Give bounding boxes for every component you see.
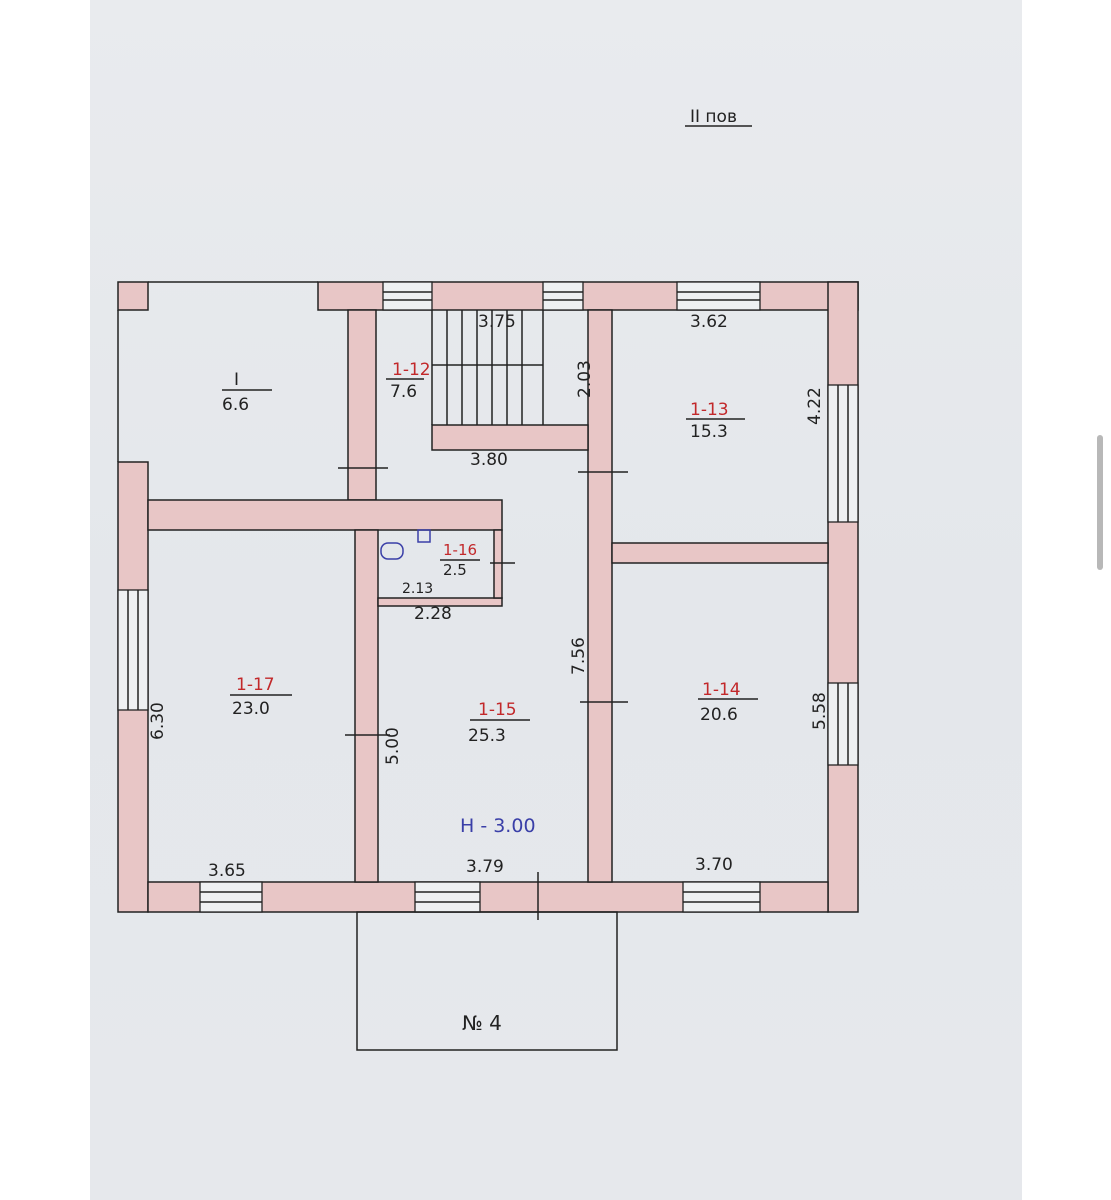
- svg-text:3.65: 3.65: [208, 861, 246, 881]
- svg-text:3.70: 3.70: [695, 855, 733, 875]
- svg-text:6.6: 6.6: [222, 395, 249, 415]
- svg-text:1-13: 1-13: [690, 400, 729, 420]
- room-label-I: I 6.6: [222, 370, 272, 415]
- svg-text:25.3: 25.3: [468, 726, 506, 746]
- svg-text:23.0: 23.0: [232, 699, 270, 719]
- svg-text:6.30: 6.30: [148, 702, 168, 740]
- svg-text:15.3: 15.3: [690, 422, 728, 442]
- svg-text:2.5: 2.5: [443, 561, 467, 579]
- svg-text:2.03: 2.03: [575, 360, 595, 398]
- svg-text:4.22: 4.22: [805, 387, 825, 425]
- svg-text:3.79: 3.79: [466, 857, 504, 877]
- svg-text:2.13: 2.13: [402, 581, 433, 597]
- annex-label: № 4: [462, 1011, 502, 1035]
- svg-text:7.6: 7.6: [390, 382, 417, 402]
- dimension-labels: 3.75 2.03 3.80 3.62 4.22 2.13 2.28 7.56 …: [148, 312, 830, 881]
- svg-text:2.28: 2.28: [414, 604, 452, 624]
- svg-text:3.62: 3.62: [690, 312, 728, 332]
- windows: [117, 281, 859, 913]
- svg-text:5.00: 5.00: [383, 727, 403, 765]
- toilet-icon: [380, 529, 431, 560]
- svg-text:1-16: 1-16: [443, 541, 477, 559]
- svg-text:3.80: 3.80: [470, 450, 508, 470]
- room-label-1-13: 1-13 15.3: [686, 400, 745, 442]
- annex-outline: [356, 911, 618, 1051]
- floor-title: ІІ пов: [690, 107, 737, 127]
- door-marks: [338, 467, 628, 920]
- inner-walls: [147, 309, 829, 883]
- room-label-1-14: 1-14 20.6: [698, 680, 758, 725]
- svg-text:5.58: 5.58: [810, 692, 830, 730]
- svg-text:I: I: [234, 370, 239, 390]
- svg-text:1-15: 1-15: [478, 700, 517, 720]
- room-label-1-15: 1-15 25.3: [468, 700, 530, 746]
- svg-text:1-14: 1-14: [702, 680, 741, 700]
- scanned-floor-plan-sheet: [90, 0, 1022, 1200]
- svg-text:20.6: 20.6: [700, 705, 738, 725]
- ceiling-height-label: Н - 3.00: [460, 815, 536, 837]
- svg-text:1-12: 1-12: [392, 360, 431, 380]
- svg-text:7.56: 7.56: [569, 637, 589, 675]
- room-label-1-16: 1-16 2.5: [440, 541, 480, 579]
- svg-text:3.75: 3.75: [478, 312, 516, 332]
- room-label-1-17: 1-17 23.0: [230, 675, 292, 719]
- staircase: [431, 310, 544, 425]
- scrollbar[interactable]: [1097, 435, 1103, 570]
- svg-text:1-17: 1-17: [236, 675, 275, 695]
- room-label-1-12: 1-12 7.6: [386, 360, 431, 402]
